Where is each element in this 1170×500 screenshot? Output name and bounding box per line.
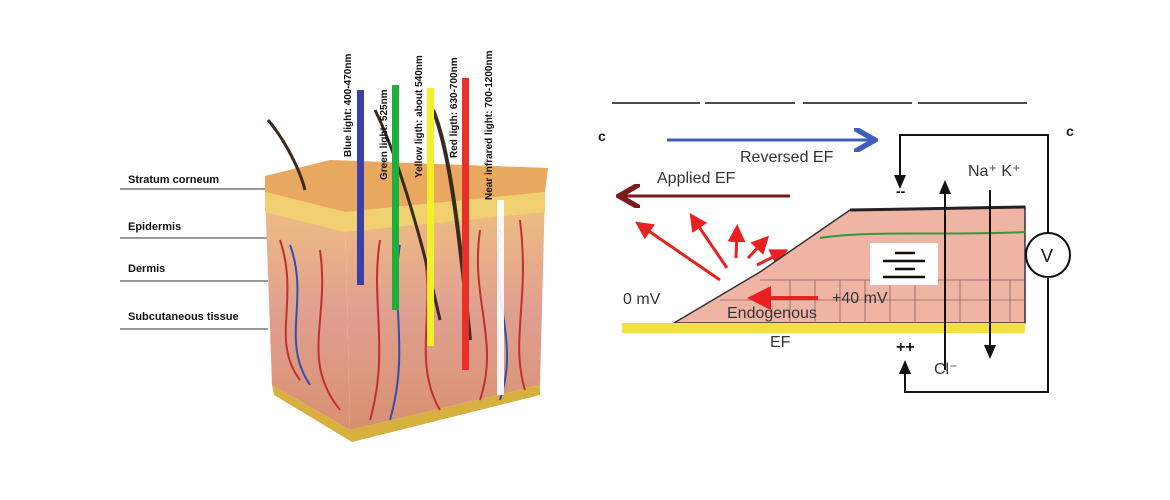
yellow-light-beam	[427, 88, 434, 346]
label-dermis: Dermis	[128, 263, 165, 275]
ef-diagram: c c Reversed EF Applied EF 0 mV +40 mV	[598, 102, 1074, 393]
voltmeter-icon	[1025, 232, 1071, 278]
infrared-light-label: Near infrared light: 700-1200nm	[484, 50, 495, 200]
label-stratum-corneum: Stratum corneum	[128, 174, 219, 186]
reversed-ef-label: Reversed EF	[740, 149, 834, 166]
zero-mv-label: 0 mV	[623, 291, 661, 308]
tight-junction-line	[819, 231, 1026, 239]
plus-sign: ++	[896, 339, 915, 356]
battery-icon	[883, 251, 925, 279]
red-light-label: Red ligth: 630-700nm	[449, 57, 460, 158]
circuit: V -- ++ Na⁺ K⁺ Cl⁻	[894, 134, 1071, 393]
panel-letter: c	[598, 128, 606, 144]
plus-40-mv-label: +40 mV	[832, 290, 888, 307]
skin-diagram: Stratum corneum Epidermis Dermis Subcuta…	[120, 50, 548, 442]
battery-box	[870, 243, 938, 285]
cations-label: Na⁺ K⁺	[968, 163, 1020, 180]
green-light-label: Green light: 525nm	[379, 89, 390, 180]
infrared-light-beam	[497, 200, 504, 395]
minus-sign: --	[896, 183, 906, 199]
migration-arrows	[635, 213, 789, 282]
voltmeter-label: V	[1041, 246, 1053, 266]
red-light-beam	[462, 78, 469, 370]
light-beams: Blue light: 400-470nm Green light: 525nm…	[343, 50, 504, 395]
ef-label: EF	[770, 334, 791, 351]
label-subcutaneous: Subcutaneous tissue	[128, 311, 239, 323]
blue-light-beam	[357, 90, 364, 285]
skin-block	[265, 109, 548, 442]
panel-letter-next: c	[1066, 123, 1074, 139]
yellow-light-label: Yellow ligth: about 540nm	[414, 55, 425, 178]
endogenous-label: Endogenous	[727, 305, 817, 322]
blue-light-label: Blue light: 400-470nm	[343, 54, 354, 157]
anion-label: Cl⁻	[934, 361, 958, 378]
hair	[266, 119, 307, 191]
applied-ef-label: Applied EF	[657, 170, 735, 187]
label-epidermis: Epidermis	[128, 221, 181, 233]
substrate-bar	[622, 323, 1025, 333]
green-light-beam	[392, 85, 399, 310]
layer-labels: Stratum corneum Epidermis Dermis Subcuta…	[120, 174, 268, 330]
